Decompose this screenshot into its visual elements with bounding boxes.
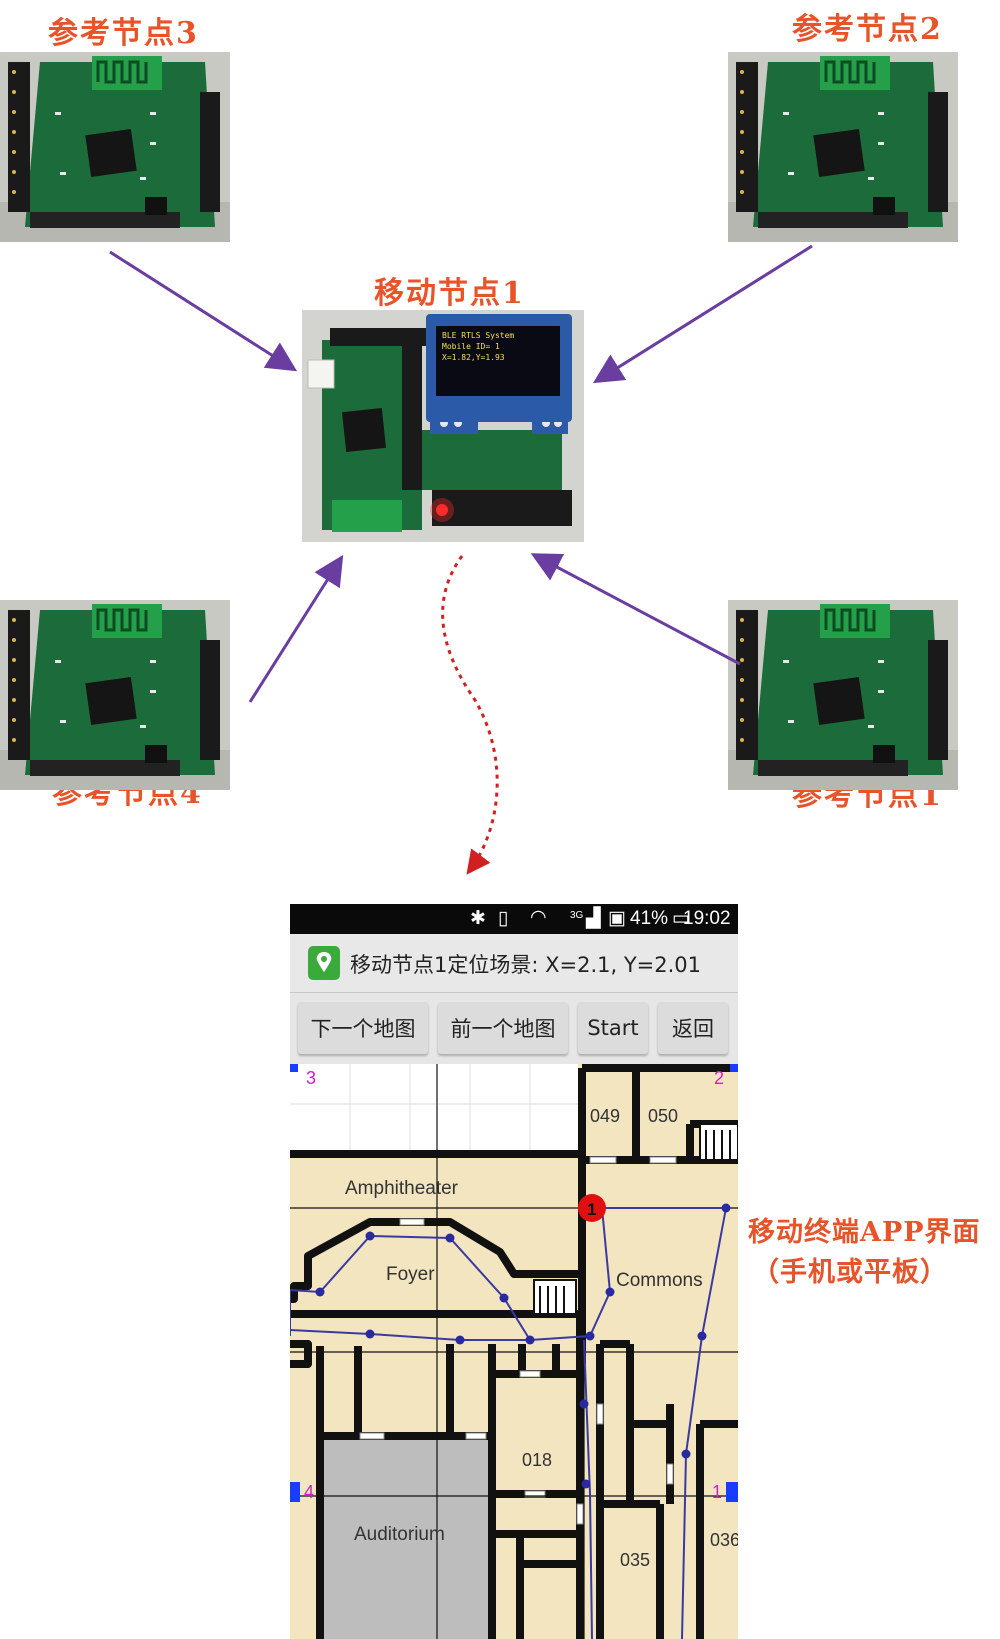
sim-icon: ▣	[608, 908, 626, 929]
floor-map[interactable]: 3 2 4 1 049 050 Amphitheater Foyer Commo…	[290, 1064, 738, 1639]
room-035-label: 035	[620, 1550, 650, 1570]
battery-percent: 41%	[630, 908, 669, 929]
signal-icon: ▟	[586, 908, 601, 929]
anchor-label-2: 2	[714, 1068, 724, 1088]
back-button[interactable]: 返回	[658, 1002, 728, 1054]
auditorium-label: Auditorium	[354, 1524, 445, 1545]
ref-node-1-board-image	[728, 600, 958, 790]
network-label: 3G	[570, 910, 584, 921]
connection-arrows	[109, 244, 813, 875]
status-bar: ✱ ▯ ◠ 3G ▟ ▣ 41% ▭ 19:02	[290, 904, 738, 934]
clock: 19:02	[683, 908, 731, 929]
arrow-ref1-to-mobile	[530, 553, 741, 666]
anchor-label-1: 1	[712, 1482, 722, 1502]
arrow-ref3-to-mobile	[109, 250, 298, 372]
oled-line-1: BLE RTLS System	[442, 331, 515, 340]
mobile-node-board-image: BLE RTLS System Mobile ID= 1 X=1.82,Y=1.…	[302, 310, 584, 542]
app-caption-line-2: （手机或平板）	[752, 1257, 948, 1288]
mobile-position-marker[interactable]	[578, 1194, 606, 1222]
room-018-label: 018	[522, 1450, 552, 1470]
bluetooth-icon: ✱	[470, 908, 486, 929]
ref-node-2-label: 参考节点2	[792, 12, 943, 47]
start-button[interactable]: Start	[578, 1002, 648, 1054]
app-caption-line-1: 移动终端APP界面	[748, 1217, 981, 1248]
ref-node-3-board-image	[0, 52, 230, 242]
dashed-link-to-app	[441, 555, 499, 875]
battery-icon: ▭	[672, 908, 690, 929]
ref-node-2-board-image	[728, 52, 958, 242]
mobile-board-graphic	[307, 328, 572, 532]
anchor-label-3: 3	[306, 1068, 316, 1088]
room-036-label: 036	[710, 1530, 738, 1550]
room-049-label: 049	[590, 1106, 620, 1126]
phone-screen: ✱ ▯ ◠ 3G ▟ ▣ 41% ▭ 19:02 移动节点1定位场景: X=2.…	[290, 904, 738, 1639]
anchor-label-4: 4	[304, 1482, 314, 1502]
wifi-icon: ◠	[530, 907, 547, 928]
oled-line-2: Mobile ID= 1	[442, 342, 500, 351]
foyer-label: Foyer	[386, 1264, 435, 1285]
mobile-position-marker-label: 1	[587, 1200, 596, 1219]
ref-node-3-label: 参考节点3	[48, 16, 199, 51]
oled-line-3: X=1.82,Y=1.93	[442, 353, 505, 362]
room-050-label: 050	[648, 1106, 678, 1126]
commons-label: Commons	[616, 1270, 703, 1291]
vibrate-icon: ▯	[498, 908, 509, 929]
ref-node-4-board-image	[0, 600, 230, 790]
mobile-node-label: 移动节点1	[374, 276, 525, 311]
oled-display: BLE RTLS System Mobile ID= 1 X=1.82,Y=1.…	[426, 314, 572, 422]
prev-map-button[interactable]: 前一个地图	[438, 1002, 568, 1054]
app-title: 移动节点1定位场景: X=2.1, Y=2.01	[350, 953, 702, 977]
oled-screen: BLE RTLS System Mobile ID= 1 X=1.82,Y=1.…	[436, 326, 560, 396]
amphitheater-label: Amphitheater	[345, 1178, 459, 1199]
app-title-bar: 移动节点1定位场景: X=2.1, Y=2.01	[290, 934, 738, 993]
arrow-ref2-to-mobile	[592, 244, 813, 384]
arrow-ref4-to-mobile	[248, 554, 344, 703]
location-pin-icon	[308, 946, 340, 980]
next-map-button[interactable]: 下一个地图	[298, 1002, 428, 1054]
